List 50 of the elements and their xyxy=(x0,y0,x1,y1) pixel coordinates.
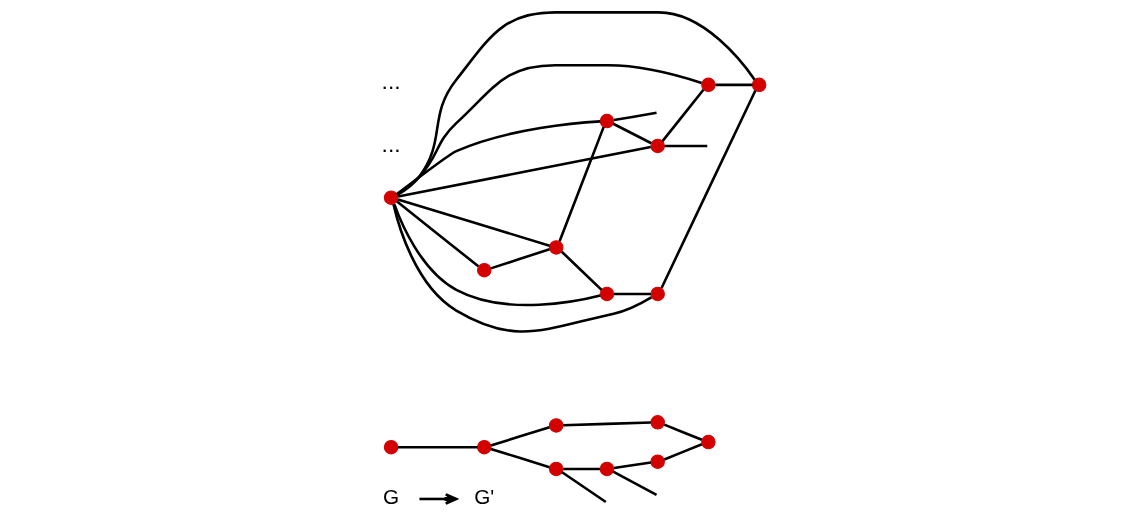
connector xyxy=(563,421,651,427)
connector xyxy=(560,250,603,291)
node-circle xyxy=(701,77,716,93)
label: ... xyxy=(381,130,401,157)
connector xyxy=(663,423,703,441)
connector xyxy=(663,443,703,461)
connector xyxy=(612,122,652,145)
node-circle xyxy=(548,461,564,477)
connector xyxy=(563,467,601,471)
connector xyxy=(397,145,651,198)
connector xyxy=(490,248,550,270)
connector xyxy=(660,89,757,289)
node-circle xyxy=(650,415,665,430)
node-circle xyxy=(650,454,665,469)
node-circle xyxy=(383,439,399,455)
connector xyxy=(613,292,651,296)
node-circle xyxy=(477,262,492,278)
connector xyxy=(613,111,657,122)
connector xyxy=(397,445,478,449)
node-text: G xyxy=(383,485,400,509)
node-circle xyxy=(650,138,665,154)
connector xyxy=(558,126,605,242)
connector xyxy=(490,426,550,447)
connector xyxy=(396,11,756,196)
node-circle xyxy=(599,286,615,302)
node-circle xyxy=(701,434,716,450)
connector xyxy=(397,198,550,247)
node-text: G' xyxy=(474,485,495,509)
connector xyxy=(393,203,601,307)
connector xyxy=(612,470,658,496)
node-circle xyxy=(548,418,564,433)
connector xyxy=(661,89,705,142)
node-circle xyxy=(383,190,399,205)
node-circle xyxy=(548,240,564,255)
connector xyxy=(561,471,607,504)
node-circle xyxy=(650,286,665,302)
label: ... xyxy=(381,67,401,94)
node-circle xyxy=(599,113,615,129)
connector xyxy=(664,144,708,148)
connector xyxy=(396,63,702,196)
arrow xyxy=(419,493,458,505)
connector xyxy=(613,461,652,470)
connector xyxy=(396,120,601,196)
node-circle xyxy=(751,77,767,93)
node-circle xyxy=(599,461,615,477)
connector xyxy=(396,200,480,268)
node-circle xyxy=(477,439,492,455)
connector xyxy=(392,203,652,333)
connector xyxy=(490,447,550,469)
connector xyxy=(715,83,753,87)
